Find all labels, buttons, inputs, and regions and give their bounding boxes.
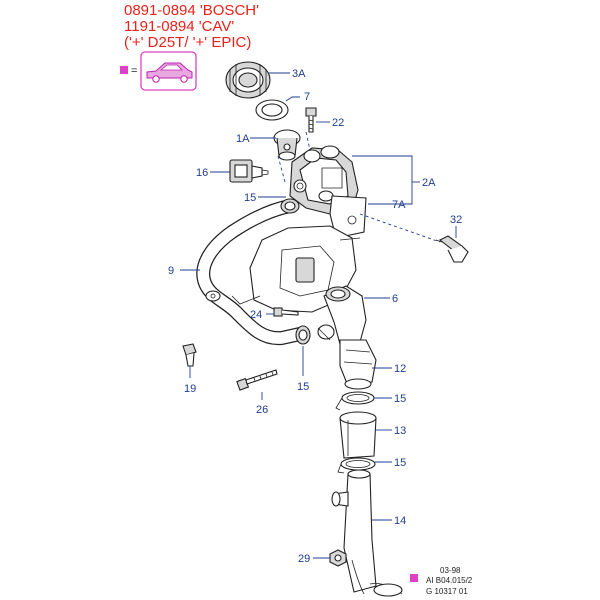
part-13-pipe [339,411,377,459]
part-6-elbow [317,285,367,345]
footer-date: 03-98 [440,566,461,575]
part-14-long-pipe [331,469,403,597]
header-line-2: 1191-0894 'CAV' [124,18,235,35]
header-line-3: ('+' D25T/ '+' EPIC) [124,34,252,51]
part-1a-thermostat [273,129,301,161]
callout-22: 22 [332,117,344,129]
footer-code: G 10317 01 [426,587,468,596]
legend-swatch [120,66,128,74]
callout-7: 7 [304,91,310,103]
callout-9: 9 [168,265,174,277]
header-line-1: 0891-0894 'BOSCH' [124,2,259,19]
part-29-nut [329,549,347,567]
callout-26: 26 [256,404,268,416]
part-32-sensor [435,235,469,263]
callout-24: 24 [250,309,262,321]
leader-lines [180,72,457,559]
part-3a-cap [225,61,271,99]
part-15-clamp-pipe-upper [335,391,375,411]
part-22-bolt [305,107,317,133]
callout-1a: 1A [236,133,250,145]
callout-13: 13 [394,425,406,437]
callout-3a: 3A [292,68,306,80]
callout-14: 14 [394,515,406,527]
part-16-sender [229,159,269,183]
footer-swatch [410,574,418,582]
callout-32: 32 [450,214,462,226]
legend-equals: = [131,65,137,77]
footer-ref: AI B04.015/2 [426,576,473,585]
callout-16: 16 [196,167,208,179]
callout-12: 12 [394,363,406,375]
part-19-bolt [182,343,197,367]
part-15-clamp-upper [280,198,300,214]
callout-15-lower: 15 [297,381,309,393]
callout-15-upper: 15 [244,192,256,204]
car-sedan-icon [140,51,197,91]
part-12-hose [339,339,377,390]
part-15-clamp-lower [295,325,311,345]
callout-2a: 2A [422,177,436,189]
callout-15-pipe-lower: 15 [394,457,406,469]
callout-6: 6 [392,293,398,305]
part-26-long-bolt [236,369,278,391]
part-24-screw [273,307,299,317]
callout-7a: 7A [392,199,406,211]
callout-15-pipe-upper: 15 [394,393,406,405]
part-7-seal-ring [255,99,289,121]
callout-29: 29 [298,553,310,565]
part-7a-gasket [329,195,367,239]
part-9-hose [196,199,307,346]
callout-19: 19 [184,383,196,395]
